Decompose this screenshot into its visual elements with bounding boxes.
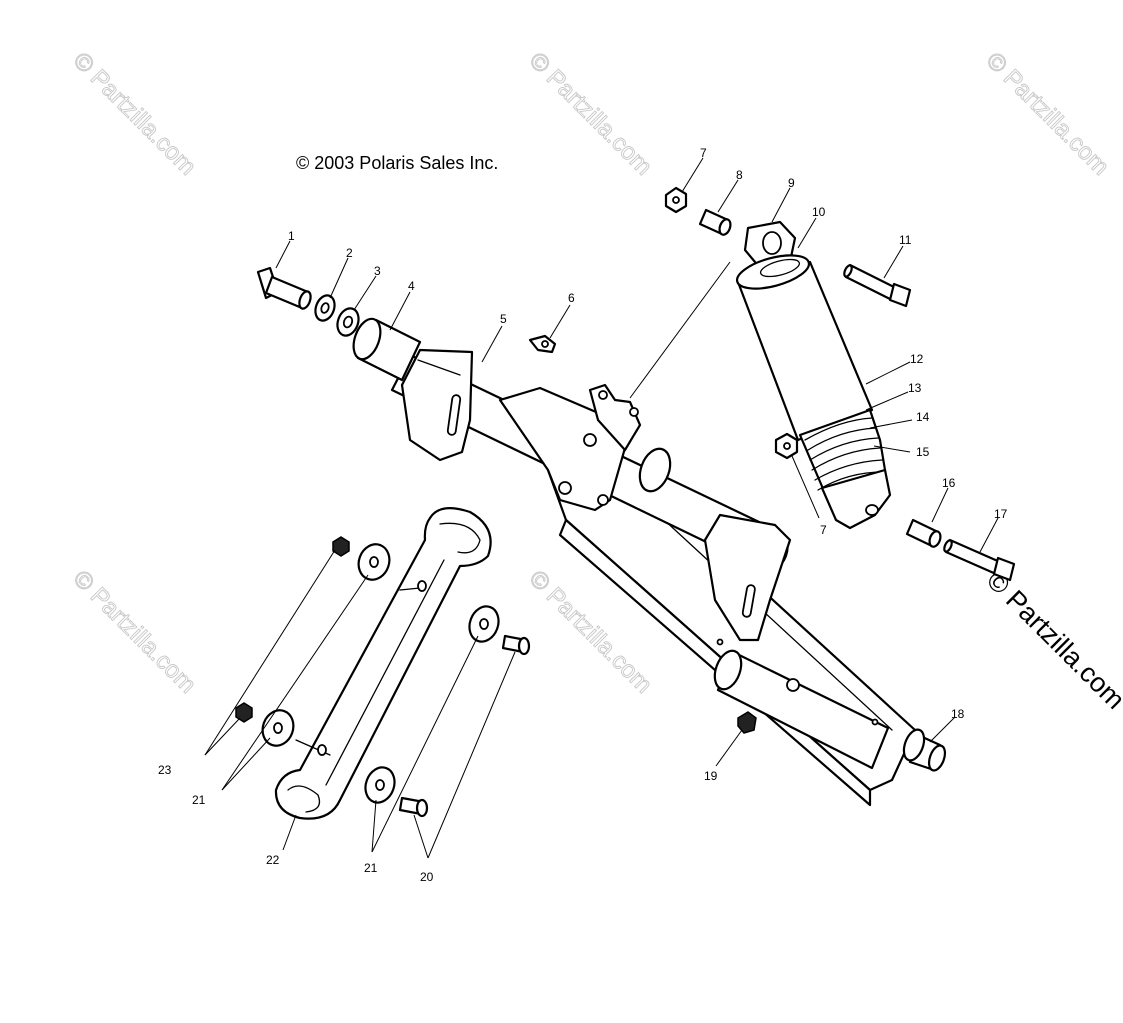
bolts-part-20 xyxy=(398,634,531,818)
callout-17: 17 xyxy=(994,507,1008,521)
callout-3: 3 xyxy=(374,264,381,278)
callout-16: 16 xyxy=(942,476,956,490)
callout-8: 8 xyxy=(736,168,743,182)
leader-lines xyxy=(204,157,999,859)
center-clamp xyxy=(498,383,642,512)
callout-2: 2 xyxy=(346,246,353,260)
callout-7-upper: 7 xyxy=(700,146,707,160)
shaft-end-part-4 xyxy=(352,317,422,382)
pivot-tube-part-18 xyxy=(902,728,947,772)
watermark-top-center: © Partzilla.com xyxy=(524,47,657,180)
watermark-right-edge: © Partzilla.com xyxy=(981,565,1123,715)
watermark-top-left: © Partzilla.com xyxy=(68,47,201,180)
callout-21-left: 21 xyxy=(192,793,206,807)
shock-absorber-part-12 xyxy=(735,254,874,442)
callout-22: 22 xyxy=(266,853,280,867)
grease-fitting-part-6 xyxy=(528,334,557,354)
bolt-part-1 xyxy=(256,266,312,310)
callout-12: 12 xyxy=(910,352,924,366)
bushing-part-16 xyxy=(905,518,942,548)
callout-7-lower: 7 xyxy=(820,523,827,537)
bushing-part-8 xyxy=(698,208,732,236)
callout-13: 13 xyxy=(908,381,922,395)
link-arm-part-22 xyxy=(274,507,492,820)
callout-19: 19 xyxy=(704,769,718,783)
callout-14: 14 xyxy=(916,410,930,424)
bolt-part-11 xyxy=(843,263,912,308)
left-bracket xyxy=(400,348,474,462)
callout-10: 10 xyxy=(812,205,826,219)
callout-18: 18 xyxy=(951,707,965,721)
callout-23: 23 xyxy=(158,763,172,777)
watermarks: © Partzilla.com © Partzilla.com © Partzi… xyxy=(67,47,1123,715)
grease-fitting-part-19 xyxy=(737,711,757,734)
callout-15: 15 xyxy=(916,445,930,459)
bolt-part-17 xyxy=(943,538,1016,582)
callout-labels: 1 2 3 4 5 6 7 7 8 9 10 11 12 13 14 15 16… xyxy=(158,146,1008,884)
callout-4: 4 xyxy=(408,279,415,293)
callout-9: 9 xyxy=(788,176,795,190)
watermark-mid-left: © Partzilla.com xyxy=(68,565,201,698)
copyright-notice: © 2003 Polaris Sales Inc. xyxy=(296,153,498,173)
callout-6: 6 xyxy=(568,291,575,305)
nuts-part-23 xyxy=(235,536,350,723)
watermark-top-right: © Partzilla.com xyxy=(981,47,1114,180)
callout-20: 20 xyxy=(420,870,434,884)
shock-spring-parts-13-15 xyxy=(798,408,892,530)
callout-11: 11 xyxy=(899,233,912,247)
callout-5: 5 xyxy=(500,312,507,326)
right-bracket xyxy=(638,447,792,642)
callout-21-bottom: 21 xyxy=(364,861,378,875)
nut-part-7-upper xyxy=(664,186,688,214)
callout-1: 1 xyxy=(288,229,295,243)
nut-part-7-lower xyxy=(774,432,799,460)
